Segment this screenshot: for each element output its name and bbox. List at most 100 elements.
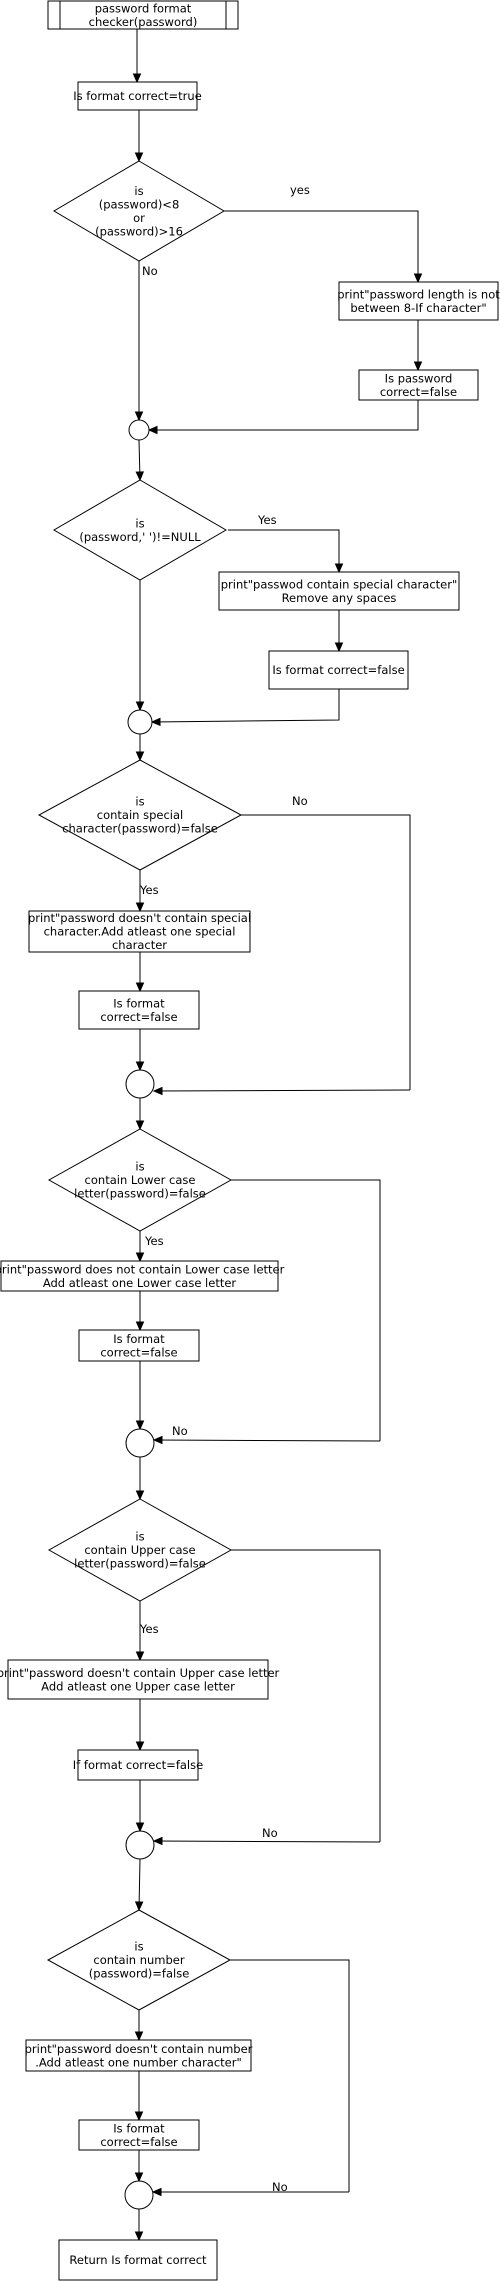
edge-merge3-d4 [135,1098,145,1131]
d6-text-line-1: is [134,1940,143,1954]
init-format-correct-node: Is format correct=true [73,81,202,111]
print-uppercase-error-node: print"password doesn't contain Upper cas… [0,1659,280,1700]
edge-start-init [132,29,142,84]
p1-text-line-2: between 8-If character" [350,301,486,315]
print-number-error-node: print"password doesn't contain number.Ad… [25,2039,253,2072]
d1-text-line-2: (password)<8 [99,197,180,211]
a3-text-line-1: Is format [113,996,165,1010]
edge-p4-a4 [135,1291,145,1332]
edge-d2-yes [228,529,344,574]
d1-text-line-1: is [134,184,143,198]
edge-d6-yes [134,2010,144,2042]
a4-text-line-1: Is format [113,1332,165,1346]
merge-connector-2 [127,709,153,735]
assign-format-false-node-5: If format correct=false [73,1749,203,1781]
edge-d5-yes [135,1601,145,1662]
edge-merge1-d2 [135,439,145,482]
edge-label-d5-no: No [262,1826,278,1840]
decision-spaces-node: is(password,' ')!=NULL [53,479,227,581]
merge-connector-3 [125,1069,155,1099]
a2-text-line-1: Is format correct=false [272,663,404,677]
p6-text-line-2: .Add atleast one number character" [35,2055,242,2069]
edge-label-d3-no: No [292,794,308,808]
a1-text-line-2: correct=false [380,385,457,399]
d6-text-line-3: (password)=false [89,1967,190,1981]
edge-a2-merge2 [150,689,340,727]
init-text-line-1: Is format correct=true [73,89,202,103]
d2-text-line-2: (password,' ')!=NULL [79,530,201,544]
p3-text-line-3: character [112,938,167,952]
p3-text-line-2: character.Add atleast one special [44,925,236,939]
print-lowercase-error-node: print"password does not contain Lower ca… [0,1260,285,1292]
edge-merge4-d5 [135,1457,145,1501]
edge-d4-no-path [231,1179,381,1441]
edge-d6-no-merge6 [151,2187,349,2197]
d1-text-line-3: or [133,211,145,225]
a5-text-line-1: If format correct=false [73,1758,203,1772]
p4-text-line-1: print"password does not contain Lower ca… [0,1262,285,1276]
merge-connector-6 [124,2180,154,2210]
edge-label-d1-yes: yes [290,183,310,197]
p6-text-line-1: print"password doesn't contain number [25,2042,253,2056]
p5-text-line-1: print"password doesn't contain Upper cas… [0,1666,280,1680]
a3-text-line-2: correct=false [100,1010,177,1024]
d5-text-line-3: letter(password)=false [74,1557,206,1571]
d4-text-line-2: contain Lower case [85,1173,196,1187]
d3-text-line-2: contain special [97,808,183,822]
p5-text-line-2: Add atleast one Upper case letter [41,1679,235,1693]
a6-text-line-2: correct=false [100,2135,177,2149]
start-text-line-2: checker(password) [89,15,198,29]
p1-text-line-1: print"password length is not [337,287,500,301]
edge-label-d5-yes: Yes [139,1622,159,1636]
edge-label-d4-yes: Yes [144,1234,164,1248]
print-spaces-error-node: print"passwod contain special character"… [218,571,460,611]
d6-text-line-2: contain number [93,1953,184,1967]
edge-d4-no-merge4 [152,1435,381,1445]
edge-merge2-d3 [135,734,145,762]
edge-d3-no-merge3 [152,1086,411,1096]
p2-text-line-1: print"passwod contain special character" [221,577,458,591]
edge-d3-no-path [241,814,411,1090]
edge-a1-merge1 [147,400,419,435]
edge-p3-a3 [135,952,145,993]
edge-a5-merge5 [135,1780,145,1833]
assign-format-false-node-2: Is format correct=false [268,650,409,690]
edge-merge6-end [134,2209,144,2242]
edge-label-d1-no: No [142,264,158,278]
d4-text-line-3: letter(password)=false [74,1187,206,1201]
p4-text-line-2: Add atleast one Lower case letter [43,1276,237,1290]
end-text-line-1: Return Is format correct [69,2253,207,2267]
end-node: Return Is format correct [58,2239,218,2281]
print-special-char-error-node: print"password doesn't contain specialch… [28,910,251,953]
d2-text-line-1: is [135,516,144,530]
edge-label-d4-no: No [172,1424,188,1438]
edge-d3-yes [135,870,145,913]
edge-p2-a2 [334,610,344,653]
d1-text-line-4: (password)>16 [95,224,183,238]
p2-text-line-2: Remove any spaces [282,591,397,605]
edge-d6-no-path [230,1959,350,2192]
edge-merge5-d6 [134,1858,144,1912]
edge-p6-a6 [134,2071,144,2122]
merge-connector-5 [125,1830,155,1860]
edge-p5-a5 [135,1699,145,1752]
d5-text-line-1: is [135,1530,144,1544]
edge-d1-yes [224,210,423,284]
edge-label-d3-yes: Yes [139,883,159,897]
edge-a6-merge6 [134,2150,144,2183]
edge-label-d6-no: No [272,2180,288,2194]
a4-text-line-2: correct=false [100,1345,177,1359]
merge-connector-4 [125,1428,155,1458]
flowchart-edges [132,29,423,2242]
edge-init-d1 [134,110,144,163]
edge-d2-no [135,580,145,712]
